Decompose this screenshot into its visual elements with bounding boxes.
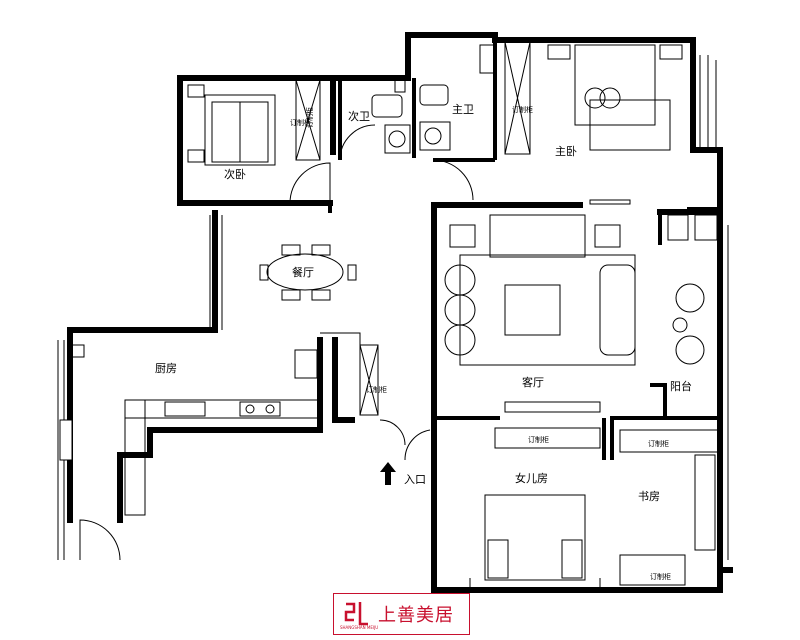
tv-master xyxy=(589,199,631,205)
doors xyxy=(79,124,474,561)
wardrobe-label-4: 订制柜 xyxy=(650,572,671,581)
wardrobe-label-3: 订制柜 xyxy=(648,439,669,448)
brand-mark-icon xyxy=(344,602,368,626)
room-second-bedroom: 次卧 xyxy=(224,167,246,181)
daughter-room-wardrobe xyxy=(494,427,601,449)
wardrobe-label-7: 订制柜 xyxy=(366,385,387,394)
master-bedroom-bed xyxy=(547,44,683,151)
brand-logo: 上善美居 SHANGSHAN MEIJU xyxy=(333,593,470,635)
wardrobe-label-5: 订制柜 xyxy=(305,107,314,128)
master-bedroom-wardrobe xyxy=(504,41,531,155)
room-kitchen: 厨房 xyxy=(155,362,177,375)
room-study: 书房 xyxy=(638,490,660,503)
daughter-room-bed xyxy=(484,494,586,581)
room-second-bath: 次卫 xyxy=(348,109,370,123)
study-wardrobe xyxy=(619,429,721,586)
second-bedroom-wardrobe xyxy=(295,79,321,161)
second-bath-fixtures xyxy=(371,77,411,154)
room-balcony: 阳台 xyxy=(670,379,692,393)
master-bath-fixtures xyxy=(419,44,495,151)
second-bedroom-bed xyxy=(187,84,276,166)
room-master-bedroom: 主卧 xyxy=(555,145,577,158)
room-daughter: 女儿房 xyxy=(515,471,548,485)
brand-subtitle: SHANGSHAN MEIJU xyxy=(340,625,379,630)
brand-name: 上善美居 xyxy=(378,605,454,626)
corridor-wardrobe xyxy=(359,344,379,416)
exterior-walls xyxy=(67,32,733,593)
dining-table xyxy=(259,244,357,301)
entrance-arrow-icon xyxy=(380,462,396,485)
room-dining: 餐厅 xyxy=(292,265,314,279)
room-master-bath: 主卫 xyxy=(452,103,474,116)
windows xyxy=(57,55,729,590)
kitchen-counter xyxy=(71,344,321,516)
living-sofa-set xyxy=(444,214,636,366)
wardrobe-label-2: 订制柜 xyxy=(528,435,549,444)
room-living: 客厅 xyxy=(522,375,544,389)
living-tv-cabinet xyxy=(504,401,601,413)
balcony-chairs xyxy=(667,214,718,365)
entrance-label: 入口 xyxy=(404,473,426,486)
interior-walls xyxy=(328,40,720,460)
wardrobe-label: 订制柜 xyxy=(290,118,311,127)
wardrobe-label-6: 订制柜 xyxy=(512,105,533,114)
